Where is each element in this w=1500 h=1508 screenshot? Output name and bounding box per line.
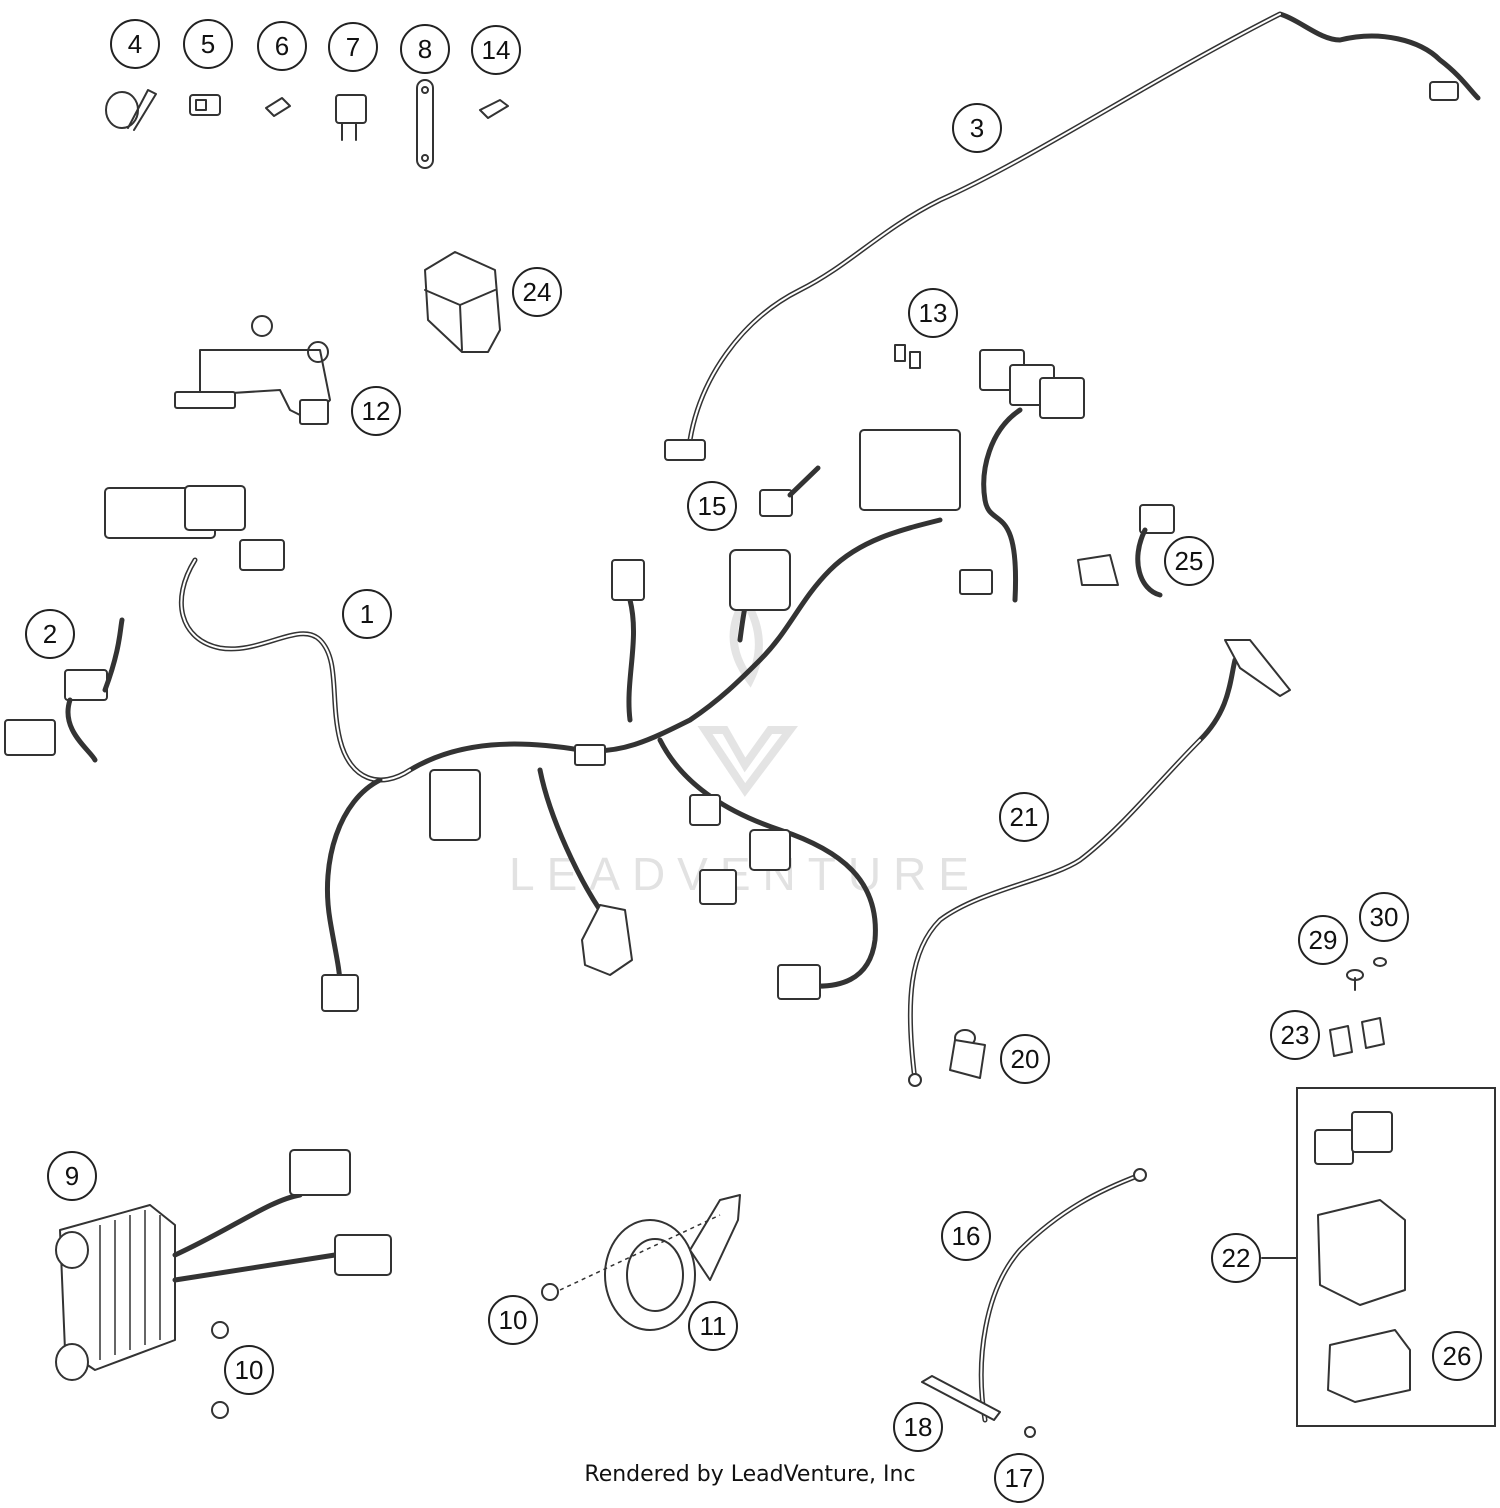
callout-21: 21 xyxy=(999,792,1049,842)
part-fuse-holder xyxy=(479,99,509,119)
watermark: LEADVENTURE xyxy=(509,592,969,900)
part-relay xyxy=(335,94,367,141)
svg-text:10: 10 xyxy=(235,1355,264,1385)
callout-25: 25 xyxy=(1164,536,1214,586)
svg-text:6: 6 xyxy=(275,31,289,61)
svg-text:12: 12 xyxy=(362,396,391,426)
part-15-connector xyxy=(759,465,821,517)
part-2-sub-harness xyxy=(4,617,125,763)
part-fuse-box xyxy=(959,349,1085,603)
part-clip xyxy=(189,94,221,116)
svg-text:15: 15 xyxy=(698,491,727,521)
callout-12: 12 xyxy=(351,386,401,436)
part-13-fuses xyxy=(894,344,921,369)
svg-text:29: 29 xyxy=(1309,925,1338,955)
part-1-main-harness xyxy=(104,429,961,1012)
svg-text:30: 30 xyxy=(1370,902,1399,932)
callout-14: 14 xyxy=(471,25,521,75)
svg-text:26: 26 xyxy=(1443,1341,1472,1371)
part-24-cover xyxy=(424,251,501,353)
callout-20: 20 xyxy=(1000,1034,1050,1084)
part-strap xyxy=(416,79,434,169)
part-11-horn xyxy=(541,1194,741,1331)
callout-13: 13 xyxy=(908,288,958,338)
part-12-bracket xyxy=(174,315,331,425)
callout-7: 7 xyxy=(328,22,378,72)
svg-text:10: 10 xyxy=(499,1305,528,1335)
part-23-caps xyxy=(1329,1017,1385,1057)
part-10-nut-upper xyxy=(211,1321,229,1339)
part-22-relay-box xyxy=(1261,1087,1496,1427)
callout-23: 23 xyxy=(1270,1010,1320,1060)
callout-10-left: 10 xyxy=(224,1345,274,1395)
svg-text:13: 13 xyxy=(919,298,948,328)
part-10-nut-lower xyxy=(211,1401,229,1419)
callout-17: 17 xyxy=(994,1453,1044,1503)
svg-text:21: 21 xyxy=(1010,802,1039,832)
part-21-cable xyxy=(907,639,1291,1087)
callout-9: 9 xyxy=(47,1151,97,1201)
render-credit: Rendered by LeadVenture, Inc xyxy=(584,1462,916,1487)
callout-8: 8 xyxy=(400,24,450,74)
svg-text:22: 22 xyxy=(1222,1243,1251,1273)
svg-text:3: 3 xyxy=(970,113,984,143)
svg-text:18: 18 xyxy=(904,1412,933,1442)
part-29-screw xyxy=(1346,969,1364,991)
svg-text:25: 25 xyxy=(1175,546,1204,576)
svg-text:1: 1 xyxy=(360,599,374,629)
svg-text:5: 5 xyxy=(201,29,215,59)
part-bulb xyxy=(265,97,291,117)
part-20-terminal xyxy=(949,1029,986,1079)
svg-text:14: 14 xyxy=(482,35,511,65)
svg-text:8: 8 xyxy=(418,34,432,64)
svg-text:7: 7 xyxy=(346,32,360,62)
part-16-cable xyxy=(978,1168,1147,1423)
svg-text:16: 16 xyxy=(952,1221,981,1251)
svg-text:11: 11 xyxy=(700,1311,727,1341)
part-30-screw xyxy=(1373,957,1387,967)
callout-5: 5 xyxy=(183,19,233,69)
callout-29: 29 xyxy=(1298,915,1348,965)
callout-18: 18 xyxy=(893,1402,943,1452)
svg-text:17: 17 xyxy=(1005,1463,1034,1493)
callout-16: 16 xyxy=(941,1211,991,1261)
callout-11: 11 xyxy=(688,1301,738,1351)
part-9-regulator xyxy=(55,1149,392,1381)
callout-30: 30 xyxy=(1359,892,1409,942)
callout-4: 4 xyxy=(110,19,160,69)
svg-text:2: 2 xyxy=(43,619,57,649)
callout-24: 24 xyxy=(512,267,562,317)
svg-text:4: 4 xyxy=(128,29,142,59)
callout-6: 6 xyxy=(257,21,307,71)
part-cable-tie xyxy=(105,89,157,131)
svg-text:9: 9 xyxy=(65,1161,79,1191)
svg-text:20: 20 xyxy=(1011,1044,1040,1074)
callout-2: 2 xyxy=(25,609,75,659)
svg-text:24: 24 xyxy=(523,277,552,307)
callout-26: 26 xyxy=(1432,1331,1482,1381)
part-18-bolt xyxy=(921,1375,1001,1421)
callout-15: 15 xyxy=(687,481,737,531)
watermark-logo xyxy=(697,592,798,797)
callout-1: 1 xyxy=(342,589,392,639)
part-wire-3 xyxy=(664,11,1481,461)
callout-22: 22 xyxy=(1211,1233,1261,1283)
callout-10-center: 10 xyxy=(488,1295,538,1345)
part-25-cable xyxy=(1077,504,1175,598)
part-17-washer xyxy=(1024,1426,1036,1438)
callout-3: 3 xyxy=(952,103,1002,153)
svg-text:23: 23 xyxy=(1281,1020,1310,1050)
